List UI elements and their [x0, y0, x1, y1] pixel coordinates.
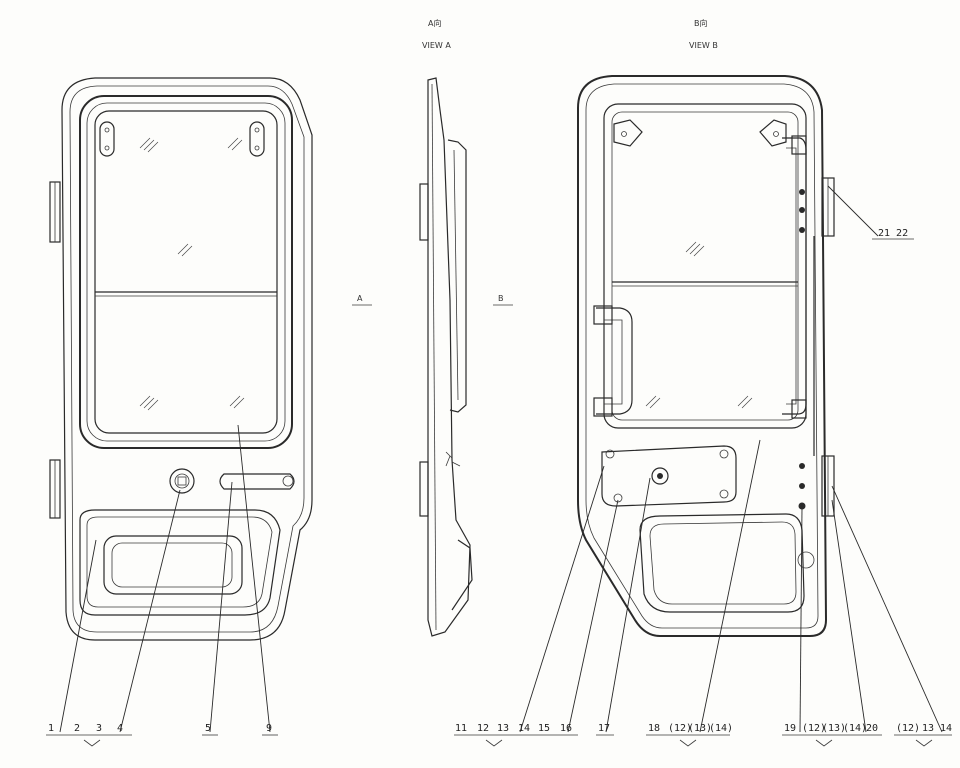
right-part-label-8: (12)	[668, 723, 692, 734]
leader-lines	[46, 185, 952, 747]
view-arrows: A B	[352, 294, 513, 306]
view-b-title-en: VIEW B	[689, 41, 718, 50]
right-part-label-3: 14	[518, 723, 530, 734]
outer-handle	[219, 473, 295, 490]
arrow-a-label: A	[357, 294, 363, 303]
door-back-outline	[577, 75, 828, 637]
back-window-frame	[603, 103, 807, 429]
left-part-label-3: 4	[117, 723, 123, 734]
lock-cover-plate	[601, 445, 737, 507]
right-part-label-1: 12	[477, 723, 489, 734]
right-part-label-0: 11	[455, 723, 467, 734]
right-part-label-15: 20	[866, 723, 878, 734]
right-part-label-7: 18	[648, 723, 660, 734]
side-view: A向 VIEW A	[419, 18, 473, 637]
back-recess	[639, 513, 805, 613]
left-part-label-5: 9	[266, 723, 272, 734]
view-a-title-cn: A向	[428, 18, 441, 28]
right-part-label-16: (12)	[896, 723, 920, 734]
arrow-b-label: B	[498, 294, 504, 303]
right-part-label-17: 13	[922, 723, 934, 734]
left-part-label-4: 5	[205, 723, 211, 734]
right-part-label-10: (14)	[709, 723, 733, 734]
front-view	[49, 77, 313, 641]
part-label-21-22: 21 22	[878, 228, 908, 239]
lock-knob-icon	[651, 467, 669, 485]
left-part-label-2: 3	[96, 723, 102, 734]
right-part-label-6: 17	[598, 723, 610, 734]
window-frame	[79, 95, 293, 449]
grab-rail-right	[782, 137, 807, 415]
right-part-label-13: (13)	[822, 723, 846, 734]
left-part-label-1: 2	[74, 723, 80, 734]
right-part-label-14: (14)	[843, 723, 867, 734]
lock-icon	[169, 468, 195, 494]
view-b-title-cn: B向	[694, 18, 708, 28]
recess	[103, 535, 243, 595]
left-part-label-0: 1	[48, 723, 54, 734]
left-part-labels: 1 2 3 4 5 9	[48, 723, 272, 734]
right-part-label-2: 13	[497, 723, 509, 734]
right-part-label-4: 15	[538, 723, 550, 734]
right-part-label-5: 16	[560, 723, 572, 734]
view-a-title-en: VIEW A	[422, 41, 451, 50]
inner-grab-handle	[596, 307, 633, 415]
glass-hatch	[139, 137, 245, 411]
right-part-label-12: (12)	[802, 723, 826, 734]
door-outline	[61, 77, 313, 641]
right-part-label-18: 14	[940, 723, 952, 734]
back-view: B向 VIEW B	[577, 18, 835, 637]
right-part-label-9: (13)	[688, 723, 712, 734]
lower-panel	[79, 509, 281, 616]
right-part-label-11: 19	[784, 723, 796, 734]
